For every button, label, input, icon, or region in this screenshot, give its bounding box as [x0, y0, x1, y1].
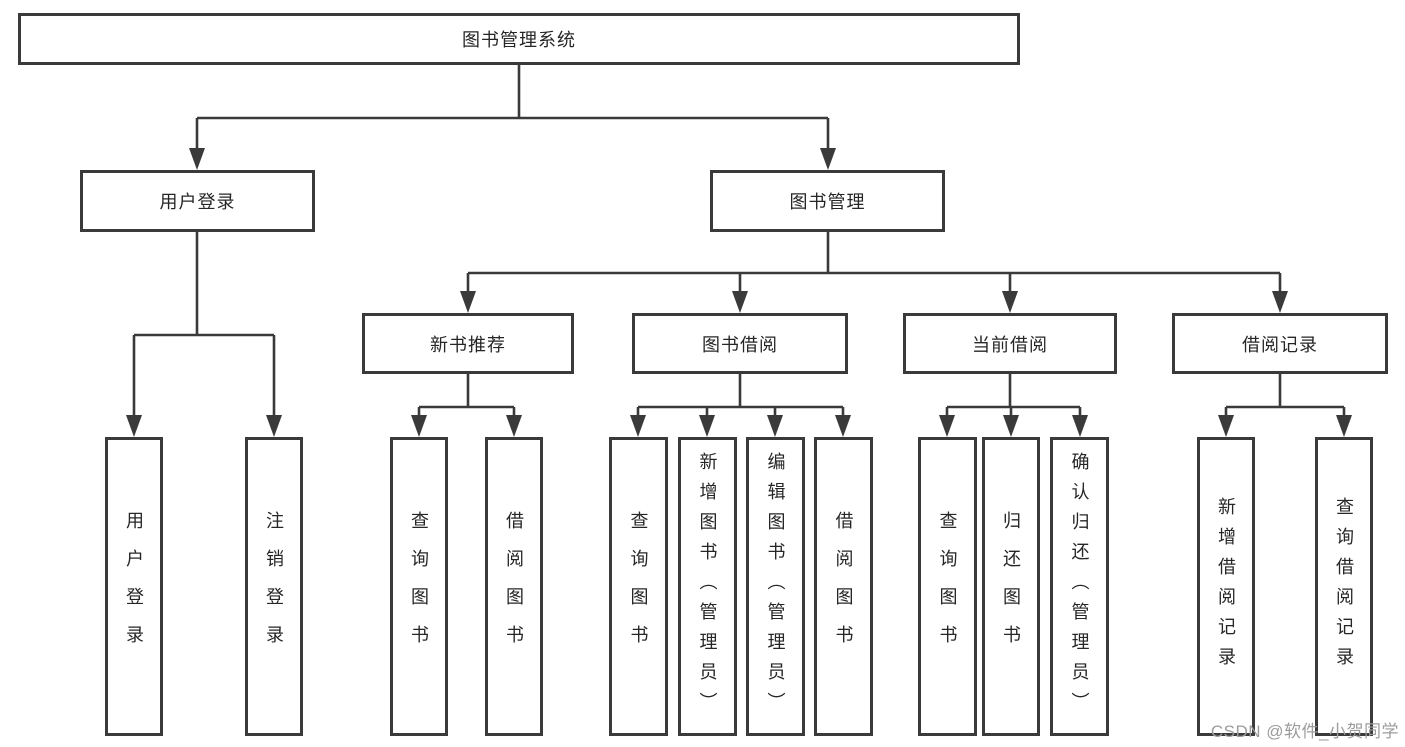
node-label-leaf-logout: 注销登录	[264, 510, 284, 663]
node-label-leaf-borrow-book-2: 借阅图书	[833, 510, 854, 663]
csdn-watermark: CSDN @软件_小贺同学	[1210, 722, 1399, 741]
node-user-login: 用户登录	[80, 170, 315, 232]
node-leaf-query-book-3: 查询图书	[918, 437, 977, 736]
arrowhead-icon-0-0	[189, 148, 205, 170]
node-label-leaf-query-record: 查询借阅记录	[1334, 496, 1354, 677]
node-label-leaf-confirm-return: 确认归还（管理员）	[1069, 451, 1090, 722]
arrowhead-icon-3-1	[506, 415, 522, 437]
arrowhead-icon-6-1	[1336, 415, 1352, 437]
node-new-book-rec: 新书推荐	[362, 313, 574, 374]
node-leaf-add-record: 新增借阅记录	[1197, 437, 1255, 736]
arrowhead-icon-1-1	[266, 415, 282, 437]
node-borrow-records: 借阅记录	[1172, 313, 1388, 374]
arrowhead-icon-5-2	[1072, 415, 1088, 437]
arrowhead-icon-3-0	[411, 415, 427, 437]
arrowhead-icon-2-1	[732, 291, 748, 313]
node-label-leaf-edit-book-admin: 编辑图书（管理员）	[765, 451, 786, 722]
node-label-user-login: 用户登录	[159, 192, 236, 212]
node-label-leaf-query-book-2: 查询图书	[628, 510, 649, 663]
node-book-borrow: 图书借阅	[632, 313, 848, 374]
arrowhead-icon-0-1	[820, 148, 836, 170]
node-current-borrow: 当前借阅	[903, 313, 1117, 374]
node-leaf-user-login: 用户登录	[105, 437, 163, 736]
arrowhead-icon-2-2	[1002, 291, 1018, 313]
arrowhead-icon-4-2	[767, 415, 783, 437]
node-leaf-return-book: 归还图书	[982, 437, 1040, 736]
node-label-leaf-query-book-1: 查询图书	[409, 510, 429, 663]
node-label-leaf-borrow-book-1: 借阅图书	[504, 510, 524, 663]
node-label-new-book-rec: 新书推荐	[430, 334, 506, 355]
arrowhead-icon-1-0	[126, 415, 142, 437]
node-leaf-query-book-1: 查询图书	[390, 437, 448, 736]
arrowhead-icon-4-3	[835, 415, 851, 437]
arrowhead-icon-5-1	[1003, 415, 1019, 437]
arrowhead-icon-4-1	[699, 415, 715, 437]
node-label-leaf-add-record: 新增借阅记录	[1216, 496, 1236, 677]
node-book-mgmt: 图书管理	[710, 170, 945, 232]
node-label-leaf-query-book-3: 查询图书	[937, 510, 958, 663]
node-leaf-edit-book-admin: 编辑图书（管理员）	[746, 437, 805, 736]
node-label-root: 图书管理系统	[462, 30, 576, 50]
node-label-leaf-add-book-admin: 新增图书（管理员）	[697, 451, 718, 722]
node-leaf-confirm-return: 确认归还（管理员）	[1050, 437, 1109, 736]
node-leaf-add-book-admin: 新增图书（管理员）	[678, 437, 737, 736]
node-label-current-borrow: 当前借阅	[972, 334, 1048, 355]
node-label-borrow-records: 借阅记录	[1242, 334, 1318, 355]
node-leaf-query-record: 查询借阅记录	[1315, 437, 1373, 736]
node-label-leaf-user-login: 用户登录	[124, 510, 144, 663]
arrowhead-icon-2-3	[1272, 291, 1288, 313]
node-leaf-borrow-book-1: 借阅图书	[485, 437, 543, 736]
arrowhead-icon-5-0	[939, 415, 955, 437]
node-label-book-mgmt: 图书管理	[789, 192, 866, 212]
node-leaf-query-book-2: 查询图书	[609, 437, 668, 736]
node-root: 图书管理系统	[18, 13, 1020, 65]
arrowhead-icon-2-0	[460, 291, 476, 313]
node-leaf-borrow-book-2: 借阅图书	[814, 437, 873, 736]
arrowhead-icon-6-0	[1218, 415, 1234, 437]
node-leaf-logout: 注销登录	[245, 437, 303, 736]
node-label-book-borrow: 图书借阅	[702, 334, 778, 355]
node-label-leaf-return-book: 归还图书	[1001, 510, 1021, 663]
arrowhead-icon-4-0	[630, 415, 646, 437]
